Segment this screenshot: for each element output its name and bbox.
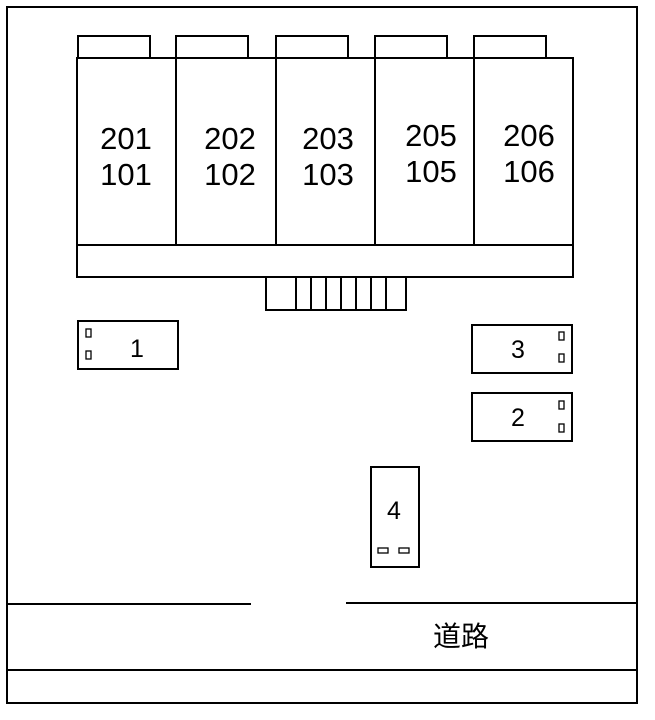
parking-number: 3 bbox=[511, 336, 525, 364]
unit-labels: 201 101 202 102 203 103 205 105 206 106 bbox=[100, 118, 555, 192]
building-outline bbox=[76, 57, 574, 278]
wheel-icon bbox=[558, 423, 565, 433]
wheel-icon bbox=[85, 328, 92, 338]
balconies bbox=[77, 35, 547, 59]
parking-number: 2 bbox=[511, 404, 525, 432]
parking-space-1: 1 bbox=[77, 320, 179, 370]
balcony bbox=[275, 35, 349, 59]
wheel-icon bbox=[558, 400, 565, 410]
balcony bbox=[473, 35, 547, 59]
balcony bbox=[77, 35, 151, 59]
wheel-icon bbox=[85, 350, 92, 360]
parking-number: 4 bbox=[387, 497, 401, 525]
unit-lower: 101 bbox=[100, 157, 152, 192]
parking-space-3: 3 bbox=[471, 324, 573, 374]
parking-number: 1 bbox=[130, 335, 144, 363]
road-label: 道路 bbox=[433, 620, 489, 653]
staircase bbox=[295, 277, 387, 310]
balcony bbox=[374, 35, 448, 59]
unit-lower: 105 bbox=[405, 154, 457, 189]
unit-lower: 102 bbox=[204, 157, 256, 192]
unit-upper: 206 bbox=[503, 118, 555, 153]
unit-upper: 201 bbox=[100, 121, 152, 156]
parking-space-4: 4 bbox=[370, 466, 420, 568]
unit-lower: 103 bbox=[302, 157, 354, 192]
unit-upper: 203 bbox=[302, 121, 354, 156]
wheel-icon bbox=[377, 547, 389, 554]
unit-lower: 106 bbox=[503, 154, 555, 189]
wheel-icon bbox=[558, 331, 565, 341]
building bbox=[76, 57, 574, 311]
wheel-icon bbox=[398, 547, 410, 554]
unit-upper: 205 bbox=[405, 118, 457, 153]
balcony bbox=[175, 35, 249, 59]
site-boundary bbox=[6, 6, 638, 704]
road: 道路 bbox=[7, 602, 637, 671]
parking-space-2: 2 bbox=[471, 392, 573, 442]
unit-upper: 202 bbox=[204, 121, 256, 156]
wheel-icon bbox=[558, 353, 565, 363]
